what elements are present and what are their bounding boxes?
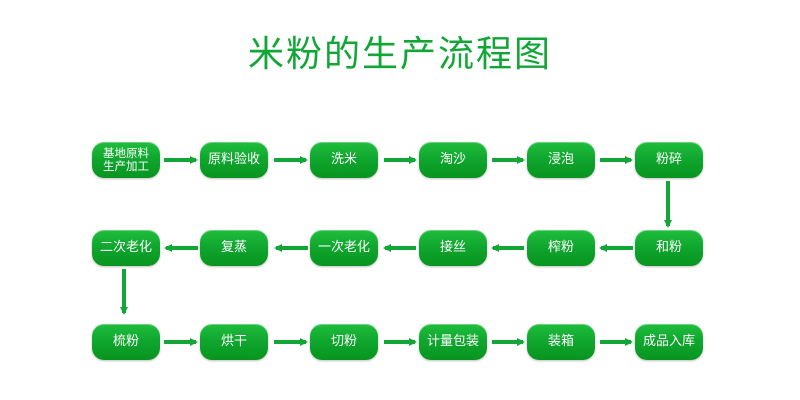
step-weigh-pack: 计量包装 [419, 324, 487, 360]
step-resteam: 复蒸 [200, 230, 268, 266]
step-store-finished: 成品入库 [635, 324, 703, 360]
step-box: 装箱 [527, 324, 595, 360]
step-comb-noodles: 梳粉 [92, 324, 160, 360]
step-grind: 粉碎 [635, 142, 703, 178]
step-mix-flour: 和粉 [635, 230, 703, 266]
step-dry: 烘干 [200, 324, 268, 360]
step-first-aging: 一次老化 [310, 230, 378, 266]
step-cut: 切粉 [310, 324, 378, 360]
step-soak: 浸泡 [527, 142, 595, 178]
step-raw-material-inspection: 原料验收 [200, 142, 268, 178]
step-second-aging: 二次老化 [92, 230, 160, 266]
step-extrude: 榨粉 [527, 230, 595, 266]
page-title: 米粉的生产流程图 [247, 34, 552, 75]
step-remove-sand: 淘沙 [419, 142, 487, 178]
step-receive-strands: 接丝 [419, 230, 487, 266]
step-raw-material-base: 基地原料 生产加工 [92, 142, 160, 178]
step-wash-rice: 洗米 [310, 142, 378, 178]
